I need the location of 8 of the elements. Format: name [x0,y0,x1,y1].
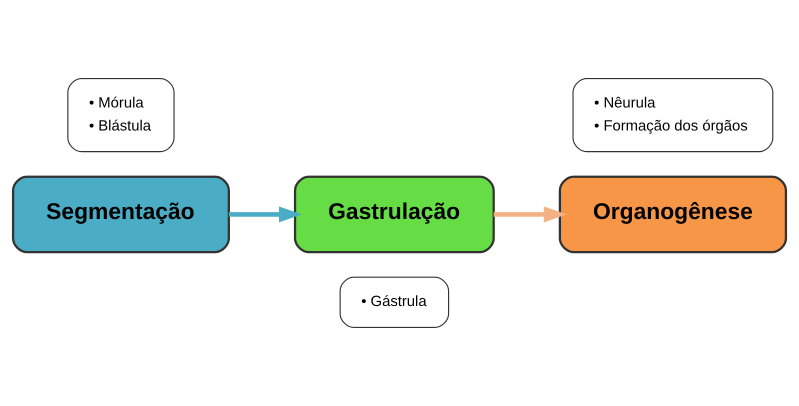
node-box: Segmentação [12,176,230,254]
node-box: Organogênese [558,176,788,254]
arrow [228,206,302,222]
arrow [494,206,567,222]
node-box: • Nêurula • Formação dos órgãos [572,78,774,152]
node-box: Gastrulação [294,176,495,254]
node-box: • Gástrula [340,276,450,328]
node-box: • Mórula • Blástula [67,78,175,152]
